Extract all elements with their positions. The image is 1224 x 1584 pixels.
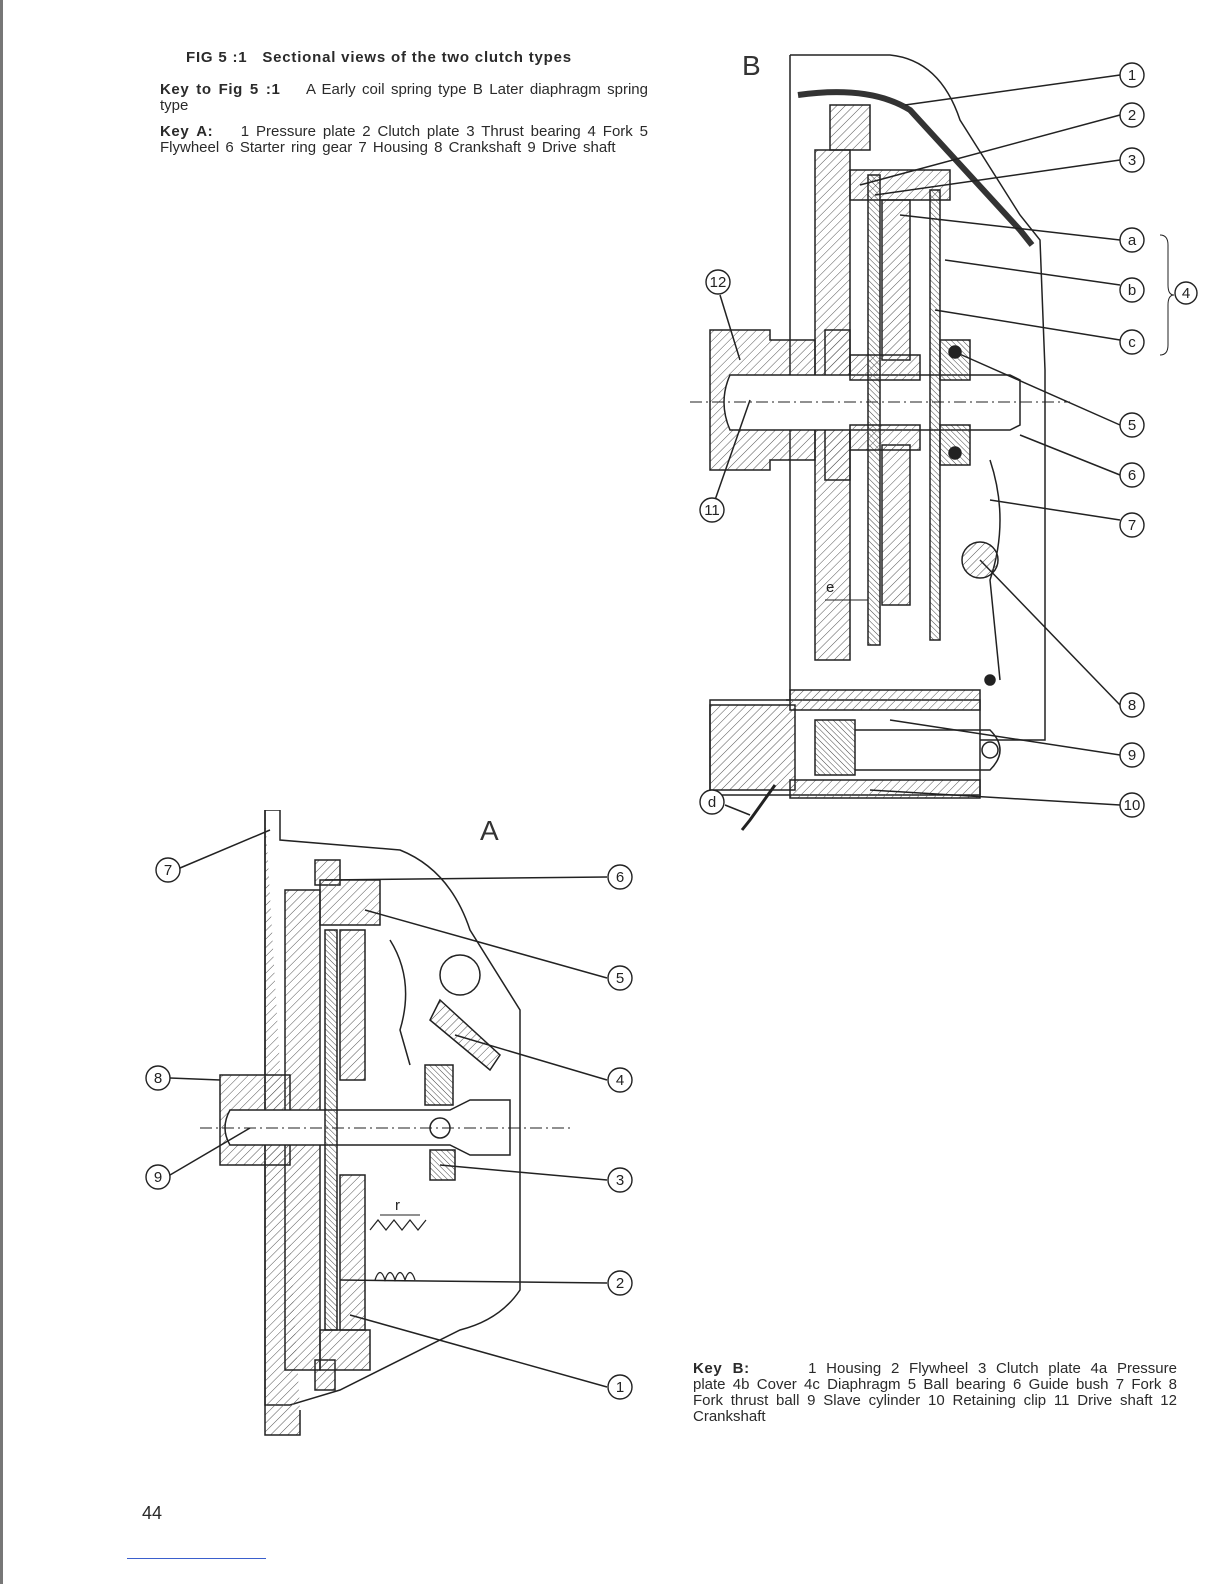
callout-a-2 — [607, 1270, 633, 1296]
callout-a-6-text: 6 — [616, 869, 624, 886]
callout-b-6-text: 6 — [1128, 467, 1136, 484]
key-b-paragraph: Key B: 1 Housing 2 Flywheel 3 Clutch pla… — [693, 1361, 1177, 1425]
key-to-figure-text: A Early coil spring type B Later diaphra… — [160, 81, 648, 114]
callout-a-9 — [145, 1164, 171, 1190]
callout-b-11-text: 11 — [704, 502, 720, 519]
diagram-a-coil-spring-clutch: A — [145, 810, 633, 1436]
diagram-a-callouts — [145, 857, 633, 1400]
diagram-b-callouts — [699, 62, 1198, 818]
callout-a-4-text: 4 — [616, 1072, 624, 1089]
callout-b-a — [1119, 227, 1145, 253]
diagram-a-callout-numbers: 7 6 5 4 8 9 3 2 1 — [154, 862, 624, 1396]
diagram-b-callout-numbers: 1 2 3 a b c 4 5 6 7 8 9 10 11 12 d — [704, 67, 1190, 814]
callout-b-3-text: 3 — [1128, 152, 1136, 169]
callout-b-3 — [1119, 147, 1145, 173]
key-b: Key B: 1 Housing 2 Flywheel 3 Clutch pla… — [693, 1361, 1177, 1425]
callout-a-8 — [145, 1065, 171, 1091]
callout-b-2 — [1119, 102, 1145, 128]
footer-rule — [127, 1558, 266, 1559]
callout-b-11 — [699, 497, 725, 523]
callout-a-3-text: 3 — [616, 1172, 624, 1189]
callout-a-8-text: 8 — [154, 1070, 162, 1087]
page-number: 44 — [142, 1503, 163, 1523]
callout-a-4 — [607, 1067, 633, 1093]
diagram-a-letter: A — [480, 815, 499, 846]
diagram-b-drawing — [690, 54, 1175, 831]
callout-a-3 — [607, 1167, 633, 1193]
callout-a-2-text: 2 — [616, 1275, 624, 1292]
callout-b-b-text: b — [1128, 282, 1136, 299]
page-edge — [0, 0, 3, 1584]
callout-b-5 — [1119, 412, 1145, 438]
callout-b-4 — [1174, 281, 1198, 305]
callout-a-1-text: 1 — [616, 1379, 624, 1396]
callout-b-2-text: 2 — [1128, 107, 1136, 124]
callout-b-9 — [1119, 742, 1145, 768]
callout-a-9-text: 9 — [154, 1169, 162, 1186]
key-a: Key A: 1 Pressure plate 2 Clutch plate 3… — [160, 124, 648, 156]
callout-b-a-text: a — [1128, 232, 1137, 249]
key-b-text: 1 Housing 2 Flywheel 3 Clutch plate 4a P… — [693, 1360, 1177, 1425]
key-a-text: 1 Pressure plate 2 Clutch plate 3 Thrust… — [160, 123, 648, 156]
callout-b-d-text: d — [708, 794, 716, 811]
callout-b-c — [1119, 329, 1145, 355]
callout-b-9-text: 9 — [1128, 747, 1136, 764]
diagram-b-diaphragm-clutch: B — [690, 50, 1198, 831]
key-to-figure-label: Key to Fig 5 :1 — [160, 81, 281, 98]
callout-b-7-text: 7 — [1128, 517, 1136, 534]
callout-b-5-text: 5 — [1128, 417, 1136, 434]
callout-b-4-text: 4 — [1182, 285, 1190, 302]
key-to-figure: Key to Fig 5 :1 A Early coil spring type… — [160, 82, 648, 114]
callout-a-1 — [607, 1374, 633, 1400]
callout-a-6 — [607, 864, 633, 890]
callout-b-10 — [1119, 792, 1145, 818]
diagram-b-dimension-e: e — [826, 579, 834, 596]
callout-a-5 — [607, 965, 633, 991]
diagram-a-dimension-r: r — [395, 1197, 400, 1214]
callout-b-1 — [1119, 62, 1145, 88]
callout-b-8 — [1119, 692, 1145, 718]
callout-b-6 — [1119, 462, 1145, 488]
callout-b-12 — [705, 269, 731, 295]
key-a-label: Key A: — [160, 123, 214, 140]
figure-caption: FIG 5 :1 Sectional views of the two clut… — [160, 50, 648, 166]
callout-b-7 — [1119, 512, 1145, 538]
callout-b-c-text: c — [1128, 334, 1136, 351]
callout-b-1-text: 1 — [1128, 67, 1136, 84]
callout-b-d — [699, 789, 725, 815]
callout-b-8-text: 8 — [1128, 697, 1136, 714]
callout-b-10-text: 10 — [1124, 797, 1141, 814]
callout-a-7 — [155, 857, 181, 883]
callout-a-5-text: 5 — [616, 970, 624, 987]
diagram-b-letter: B — [742, 50, 761, 81]
callout-b-12-text: 12 — [710, 274, 727, 291]
callout-a-7-text: 7 — [164, 862, 172, 879]
figure-title: FIG 5 :1 Sectional views of the two clut… — [186, 50, 648, 66]
diagram-a-drawing — [169, 810, 608, 1436]
callout-b-b — [1119, 277, 1145, 303]
figure-number: FIG 5 :1 — [186, 49, 248, 66]
figure-title-text: Sectional views of the two clutch types — [262, 49, 572, 66]
key-b-label: Key B: — [693, 1360, 750, 1377]
